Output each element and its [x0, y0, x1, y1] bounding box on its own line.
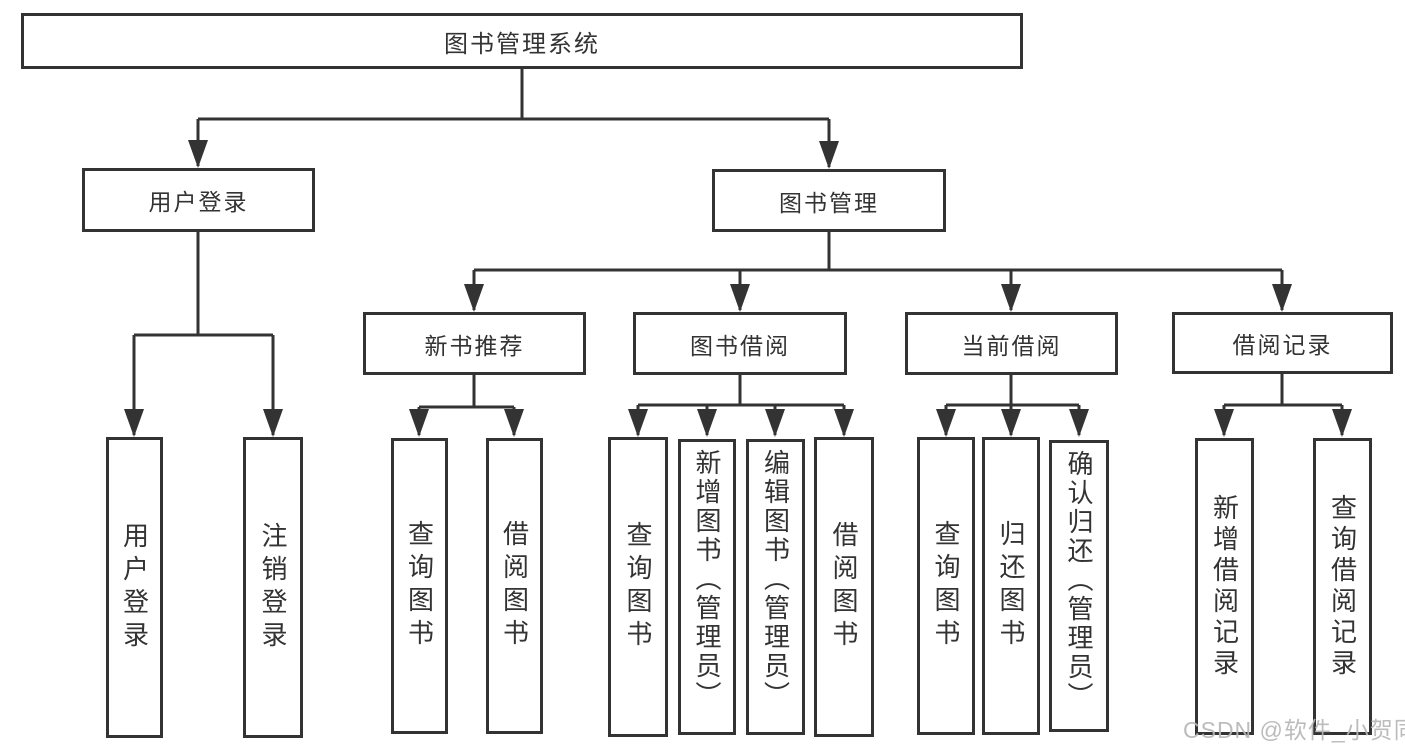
- node-leaf-borrow-query-books: 查询图书: [608, 437, 668, 737]
- node-new-book-recommend: 新书推荐: [363, 312, 586, 375]
- node-leaf-rec-query-books: 查询图书: [391, 438, 448, 734]
- node-leaf-borrow-borrow-books: 借阅图书: [814, 437, 874, 737]
- node-leaf-cur-query-books: 查询图书: [917, 437, 975, 735]
- node-root-library-system: 图书管理系统: [21, 13, 1023, 69]
- node-leaf-cur-return-books: 归还图书: [982, 437, 1040, 735]
- node-current-borrow: 当前借阅: [905, 312, 1118, 375]
- node-book-borrow: 图书借阅: [633, 312, 847, 375]
- node-leaf-rec-borrow-books: 借阅图书: [486, 438, 543, 734]
- node-leaf-user-login: 用户登录: [106, 437, 163, 738]
- node-user-login-group: 用户登录: [82, 168, 315, 232]
- node-leaf-borrow-add-books-admin: 新增图书（管理员）: [678, 439, 736, 735]
- node-borrow-records: 借阅记录: [1172, 312, 1393, 374]
- node-leaf-logout: 注销登录: [243, 437, 303, 738]
- node-leaf-records-query: 查询借阅记录: [1313, 438, 1372, 735]
- node-leaf-records-add: 新增借阅记录: [1195, 438, 1254, 735]
- node-leaf-borrow-edit-books-admin: 编辑图书（管理员）: [746, 439, 805, 735]
- csdn-watermark: CSDN @软件_小贺同学: [1183, 717, 1405, 743]
- node-book-management: 图书管理: [712, 169, 946, 232]
- node-leaf-cur-confirm-return-admin: 确认归还（管理员）: [1049, 440, 1109, 732]
